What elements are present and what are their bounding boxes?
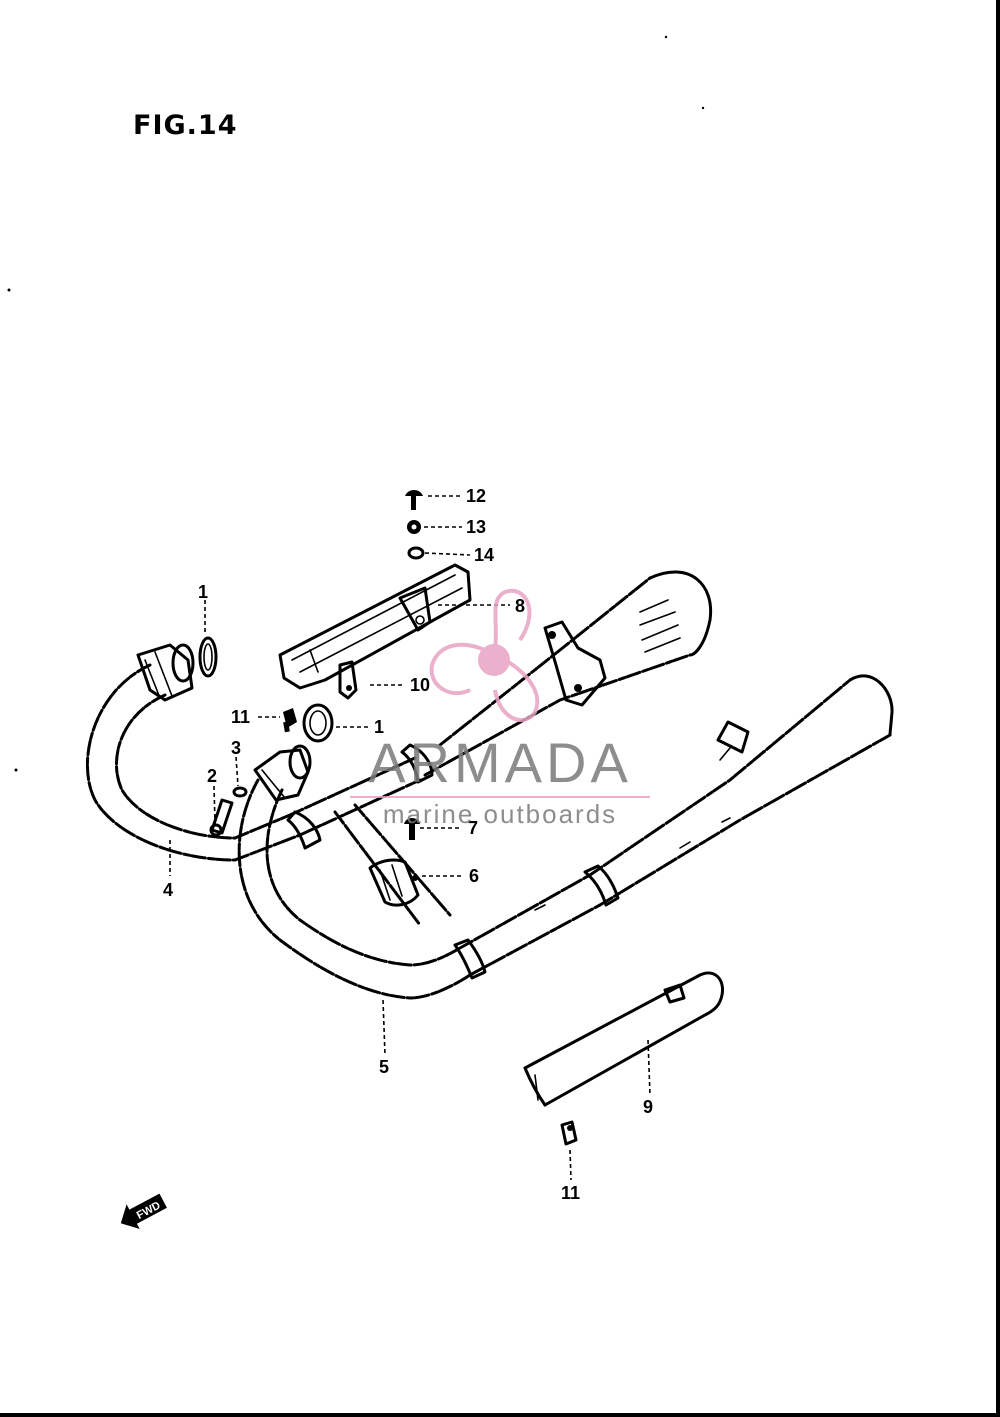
propeller-logo-icon: [429, 588, 540, 723]
callout-8: 8: [515, 596, 525, 616]
exhaust-pipe-5: [237, 778, 602, 1000]
bolt-11-lower: [560, 1120, 578, 1146]
speck: [664, 35, 668, 39]
bolt-12: [405, 490, 423, 510]
callout-3: 3: [231, 738, 241, 758]
callout-4: 4: [163, 880, 173, 900]
bolt-7: [404, 818, 420, 840]
callout-7: 7: [468, 818, 478, 838]
cross-pipe: [286, 743, 452, 927]
heat-shield-8: [278, 563, 472, 690]
nut-13: [407, 520, 421, 534]
watermark-brand: ARMADA: [368, 731, 632, 794]
callout-6: 6: [469, 866, 479, 886]
callout-1-upper: 1: [198, 582, 208, 602]
bolt-11-upper: [283, 708, 297, 733]
speck: [701, 106, 705, 110]
leader-lines: [169, 495, 651, 1181]
callout-5: 5: [379, 1057, 389, 1077]
gasket-1-upper-inner: [203, 643, 213, 671]
heat-shield-9: [523, 971, 725, 1107]
speck: [14, 768, 18, 772]
gasket-1-lower-inner: [309, 710, 327, 736]
callout-2: 2: [207, 766, 217, 786]
pipe-4-clamp: [136, 643, 195, 702]
bracket-10: [338, 660, 358, 700]
gasket-1-upper: [198, 636, 218, 678]
callout-1-lower: 1: [374, 717, 384, 737]
muffler-lower: [534, 674, 894, 911]
muffler-upper: [423, 570, 713, 777]
callout-13: 13: [466, 517, 486, 537]
washer-14: [407, 546, 425, 560]
gasket-1-lower: [302, 703, 334, 743]
bolt-2: [209, 798, 234, 837]
callout-11-upper: 11: [231, 707, 250, 727]
callout-14: 14: [474, 545, 494, 565]
speck: [7, 288, 11, 292]
washer-3: [232, 786, 248, 798]
callout-10: 10: [410, 675, 430, 695]
callout-9: 9: [643, 1097, 653, 1117]
pipe-5-clamp: [253, 744, 312, 802]
figure-title: FIG.14: [133, 110, 238, 141]
armada-watermark: ARMADA marine outboards: [350, 588, 650, 829]
fwd-label: FWD: [135, 1200, 163, 1222]
fwd-direction-arrow: FWD: [120, 1193, 167, 1230]
callout-11-lower: 11: [561, 1183, 580, 1203]
callout-12: 12: [466, 486, 486, 506]
watermark-tagline: marine outboards: [383, 799, 617, 829]
